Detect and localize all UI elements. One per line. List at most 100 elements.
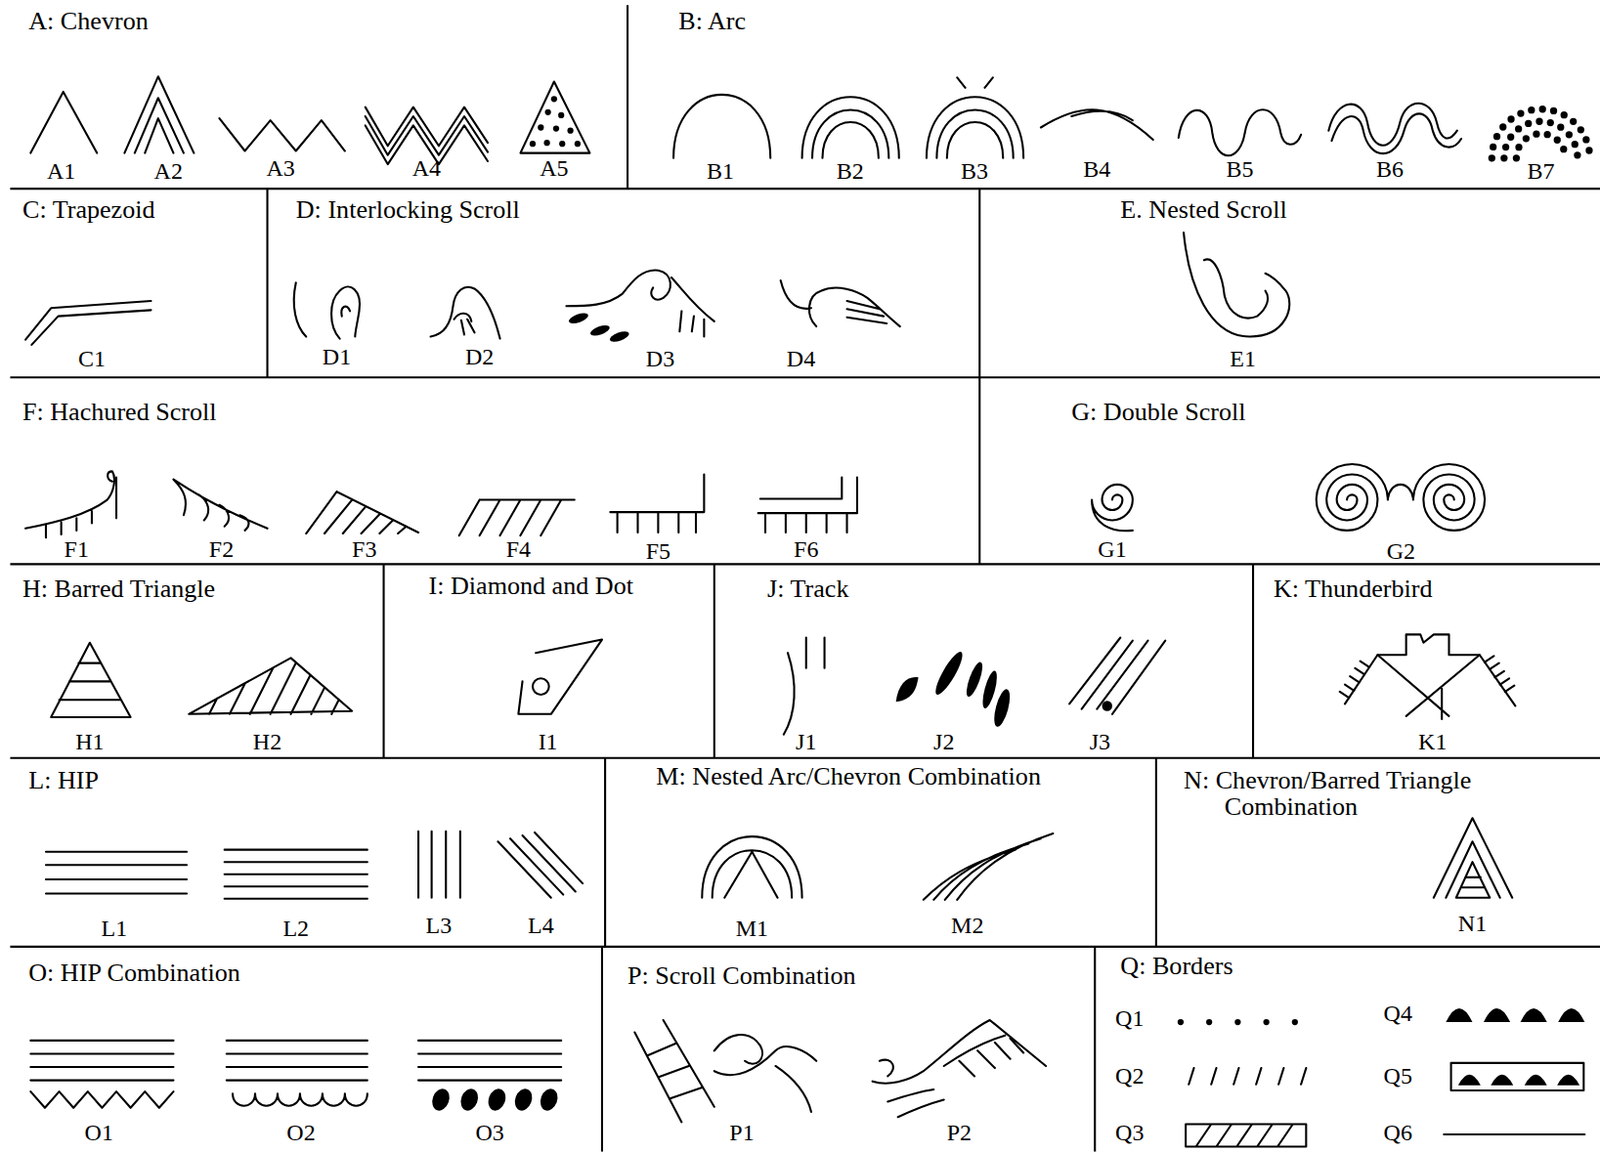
track-motif [896, 648, 1014, 729]
motif-code: Q2 [1115, 1064, 1144, 1088]
arc-motif [1328, 103, 1462, 154]
motif-code: D4 [786, 346, 816, 371]
chevron-barred-triangle-motif [1433, 818, 1513, 898]
hip-combination-motif [485, 1086, 510, 1114]
arc-motif [1178, 109, 1301, 156]
thunderbird-motif [1340, 655, 1515, 698]
track-motif [1102, 700, 1113, 711]
motif-code: Q3 [1115, 1121, 1144, 1145]
track-motif [1069, 638, 1166, 715]
scroll-combination-motif [872, 1020, 1046, 1118]
hachured-scroll-motif [758, 477, 858, 533]
motif-panel: K: Thunderbird [1253, 563, 1600, 758]
motif-code: I1 [538, 730, 559, 754]
motif-code: Q5 [1383, 1064, 1413, 1088]
hachured-scroll-motif [172, 479, 267, 531]
hip-combination-motif [226, 1040, 368, 1107]
category-heading: H: Barred Triangle [22, 575, 216, 603]
arc-motif [673, 77, 1591, 158]
motif-panel: Q: Borders [1094, 947, 1600, 1152]
motif-panel: G: Double Scroll [979, 377, 1600, 564]
motif-code: Q4 [1383, 1001, 1413, 1026]
border-motif [1180, 1008, 1585, 1147]
motif-code: G1 [1097, 537, 1126, 562]
motif-code: B1 [706, 159, 735, 183]
chevron-motif [218, 118, 345, 151]
motif-code: Q1 [1115, 1006, 1144, 1031]
category-heading: G: Double Scroll [1071, 398, 1246, 426]
border-motif [1180, 1019, 1298, 1026]
motif-code: D1 [322, 345, 351, 369]
interlocking-scroll-motif [780, 280, 901, 327]
motif-code: L4 [527, 913, 555, 938]
chevron-motif [566, 128, 573, 134]
motif-panel: I: Diamond and Dot [384, 563, 715, 758]
motif-code: L2 [282, 916, 309, 941]
motif-code: P1 [729, 1121, 754, 1145]
hip-combination-motif [418, 1040, 562, 1082]
trapezoid-motif [25, 301, 151, 346]
interlocking-scroll-motif [294, 282, 360, 339]
motif-code: E1 [1229, 346, 1256, 371]
chevron-motif [553, 125, 560, 131]
chevron-motif [519, 82, 590, 154]
scroll-combination-motif [714, 1035, 817, 1113]
motif-panel: F: Hachured Scroll [9, 377, 980, 564]
track-motif [980, 669, 1000, 710]
diamond-dot-motif [518, 640, 603, 715]
thunderbird-motif [1340, 634, 1516, 720]
track-motif [783, 638, 825, 736]
motif-code: D2 [465, 345, 494, 369]
motif-panel: P: Scroll Combination [602, 947, 1095, 1152]
category-heading: C: Trapezoid [22, 196, 156, 223]
hip-motif [45, 831, 583, 900]
motif-code: A4 [412, 156, 441, 180]
hip-motif [418, 831, 461, 899]
barred-triangle-motif [188, 657, 352, 714]
interlocking-scroll-motif [589, 323, 611, 339]
category-heading: E. Nested Scroll [1120, 196, 1287, 223]
diamond-dot-motif [532, 678, 550, 695]
chevron-motif [543, 139, 550, 146]
track-motif [783, 638, 1166, 736]
motif-code: J3 [1089, 730, 1111, 754]
category-heading: I: Diamond and Dot [428, 572, 634, 600]
hip-combination-motif [429, 1086, 453, 1114]
category-heading: K: Thunderbird [1273, 575, 1433, 603]
hip-combination-motif [30, 1040, 173, 1109]
chevron-barred-triangle-motif [1433, 818, 1513, 898]
motif-panel: E. Nested Scroll [979, 188, 1600, 378]
motif-code: O2 [286, 1121, 315, 1145]
motif-code: F4 [506, 537, 531, 562]
category-heading: O: HIP Combination [28, 959, 241, 987]
arc-motif [673, 94, 771, 159]
motif-code: F1 [64, 537, 89, 562]
nested-arc-chevron-motif [701, 833, 1053, 901]
chevron-motif [124, 76, 194, 153]
hachured-scroll-motif [459, 500, 575, 537]
motif-code: A3 [265, 156, 295, 180]
category-heading: M: Nested Arc/Chevron Combination [655, 763, 1041, 790]
motif-code: O1 [85, 1121, 114, 1145]
chevron-motif [574, 140, 581, 147]
interlocking-scroll-motif [567, 310, 631, 345]
chevron-motif [529, 140, 536, 147]
motif-code: B5 [1225, 157, 1254, 181]
border-motif [1443, 1133, 1585, 1136]
double-scroll-motif [1091, 464, 1485, 531]
hachured-scroll-motif [25, 471, 858, 538]
category-heading: Q: Borders [1120, 952, 1233, 980]
category-heading: F: Hachured Scroll [22, 398, 217, 426]
double-scroll-motif [1091, 484, 1133, 531]
grid-line [267, 4, 1255, 1152]
motif-code: B7 [1526, 159, 1555, 183]
motif-code: B6 [1376, 157, 1404, 181]
double-scroll-motif [1316, 464, 1485, 531]
scroll-combination-motif [634, 1020, 714, 1123]
motif-code: N1 [1458, 911, 1487, 936]
motif-code: F6 [793, 537, 819, 562]
motif-code: O3 [475, 1121, 504, 1145]
motif-code: F2 [209, 537, 234, 562]
motif-code: H2 [253, 730, 282, 754]
